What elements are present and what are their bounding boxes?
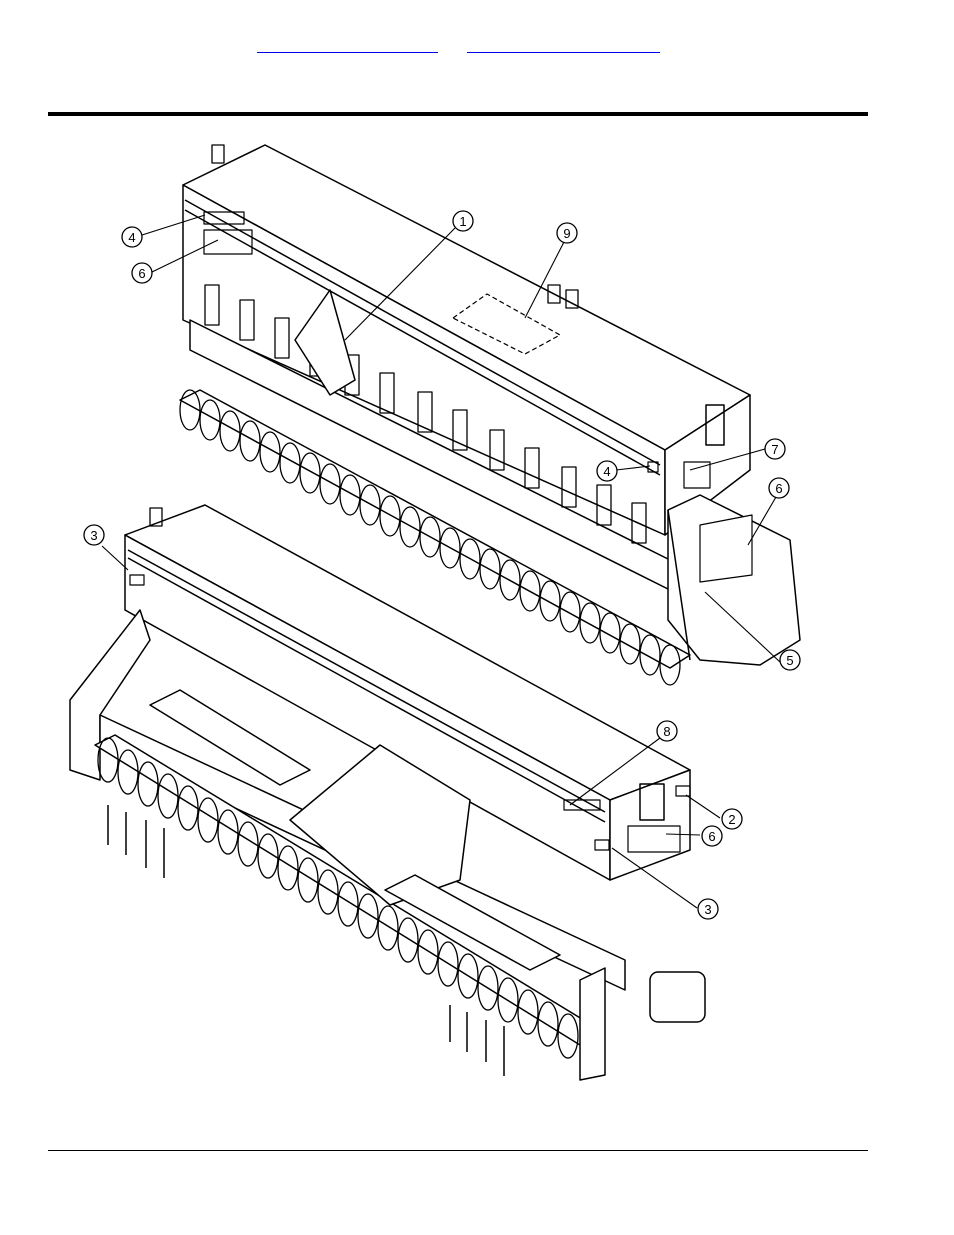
- svg-text:8: 8: [663, 724, 670, 739]
- callout-2: 2: [722, 809, 742, 829]
- svg-text:6: 6: [775, 481, 782, 496]
- callout-6: 6: [132, 263, 152, 283]
- svg-text:4: 4: [603, 464, 610, 479]
- svg-text:3: 3: [90, 528, 97, 543]
- callout-9: 9: [557, 223, 577, 243]
- callout-3: 3: [698, 899, 718, 919]
- svg-text:3: 3: [704, 902, 711, 917]
- callout-6: 6: [769, 478, 789, 498]
- svg-text:2: 2: [728, 812, 735, 827]
- callout-4: 4: [122, 227, 142, 247]
- svg-text:6: 6: [138, 266, 145, 281]
- svg-text:6: 6: [708, 829, 715, 844]
- footer-rule: [48, 1150, 868, 1151]
- svg-text:5: 5: [786, 653, 793, 668]
- svg-text:9: 9: [563, 226, 570, 241]
- callout-7: 7: [765, 439, 785, 459]
- svg-text:4: 4: [128, 230, 135, 245]
- callout-1: 1: [453, 211, 473, 231]
- callout-4: 4: [597, 461, 617, 481]
- callout-6: 6: [702, 826, 722, 846]
- svg-text:7: 7: [771, 442, 778, 457]
- callout-3: 3: [84, 525, 104, 545]
- callout-8: 8: [657, 721, 677, 741]
- svg-text:1: 1: [459, 214, 466, 229]
- callout-5: 5: [780, 650, 800, 670]
- lower-drill-unit: [70, 505, 705, 1080]
